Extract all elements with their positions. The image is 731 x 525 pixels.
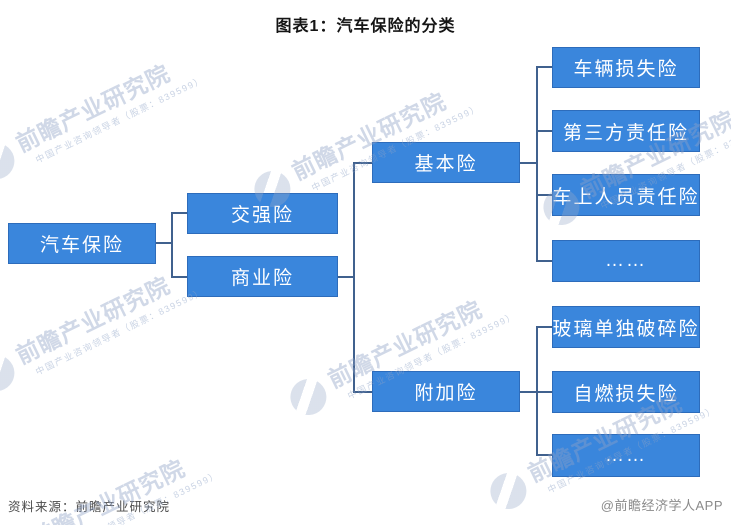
connector-stub-basic [353,162,372,164]
qianzhan-logo-icon [0,348,21,397]
qianzhan-logo-icon [484,466,533,515]
qianzhan-logo-icon [284,372,333,421]
node-commercial-insurance: 商业险 [187,256,338,297]
node-basic-ellipsis: …… [552,240,700,282]
credit-note: @前瞻经济学人APP [600,498,723,513]
node-addon-insurance: 附加险 [372,371,520,412]
source-note: 资料来源：前瞻产业研究院 [8,500,171,514]
connector-stub-passenger [536,194,552,196]
connector-stub-glass [536,326,552,328]
node-vehicle-damage: 车辆损失险 [552,47,700,88]
connector-stub-combustion [536,391,552,393]
connector-stub-basic-ellipsis [536,260,552,262]
connector-stub-addon [353,391,372,393]
node-glass-breakage: 玻璃单独破碎险 [552,306,700,348]
connector-addon-h [520,391,538,393]
watermark: 前瞻产业研究院 中国产业咨询领导者（股票：839599） [0,272,206,402]
connector-stub-vehicle-damage [536,66,552,68]
connector-basic-children-v [536,66,538,262]
node-passenger-liability: 车上人员责任险 [552,174,700,216]
node-basic-insurance: 基本险 [372,142,520,183]
connector-basic-h [520,162,538,164]
connector-commercial-h [338,276,355,278]
connector-stub-compulsory [171,212,187,214]
watermark-text: 前瞻产业研究院 [11,59,175,157]
connector-level3-v [353,162,355,393]
node-compulsory-insurance: 交强险 [187,193,338,234]
connector-level2-v [171,212,173,278]
page-title: 图表1：汽车保险的分类 [275,18,456,35]
connector-root-h [156,242,172,244]
connector-stub-third-party [536,130,552,132]
node-third-party-liability: 第三方责任险 [552,110,700,152]
watermark: 前瞻产业研究院 中国产业咨询领导者（股票：839599） [0,60,206,190]
node-auto-insurance: 汽车保险 [8,223,156,264]
node-spontaneous-combustion: 自燃损失险 [552,371,700,413]
qianzhan-logo-icon [0,136,21,185]
node-addon-ellipsis: …… [552,434,700,477]
watermark-subtext: 中国产业咨询领导者（股票：839599） [34,74,206,166]
connector-stub-commercial [171,276,187,278]
connector-stub-addon-ellipsis [536,454,552,456]
watermark-subtext: 中国产业咨询领导者（股票：839599） [34,286,206,378]
